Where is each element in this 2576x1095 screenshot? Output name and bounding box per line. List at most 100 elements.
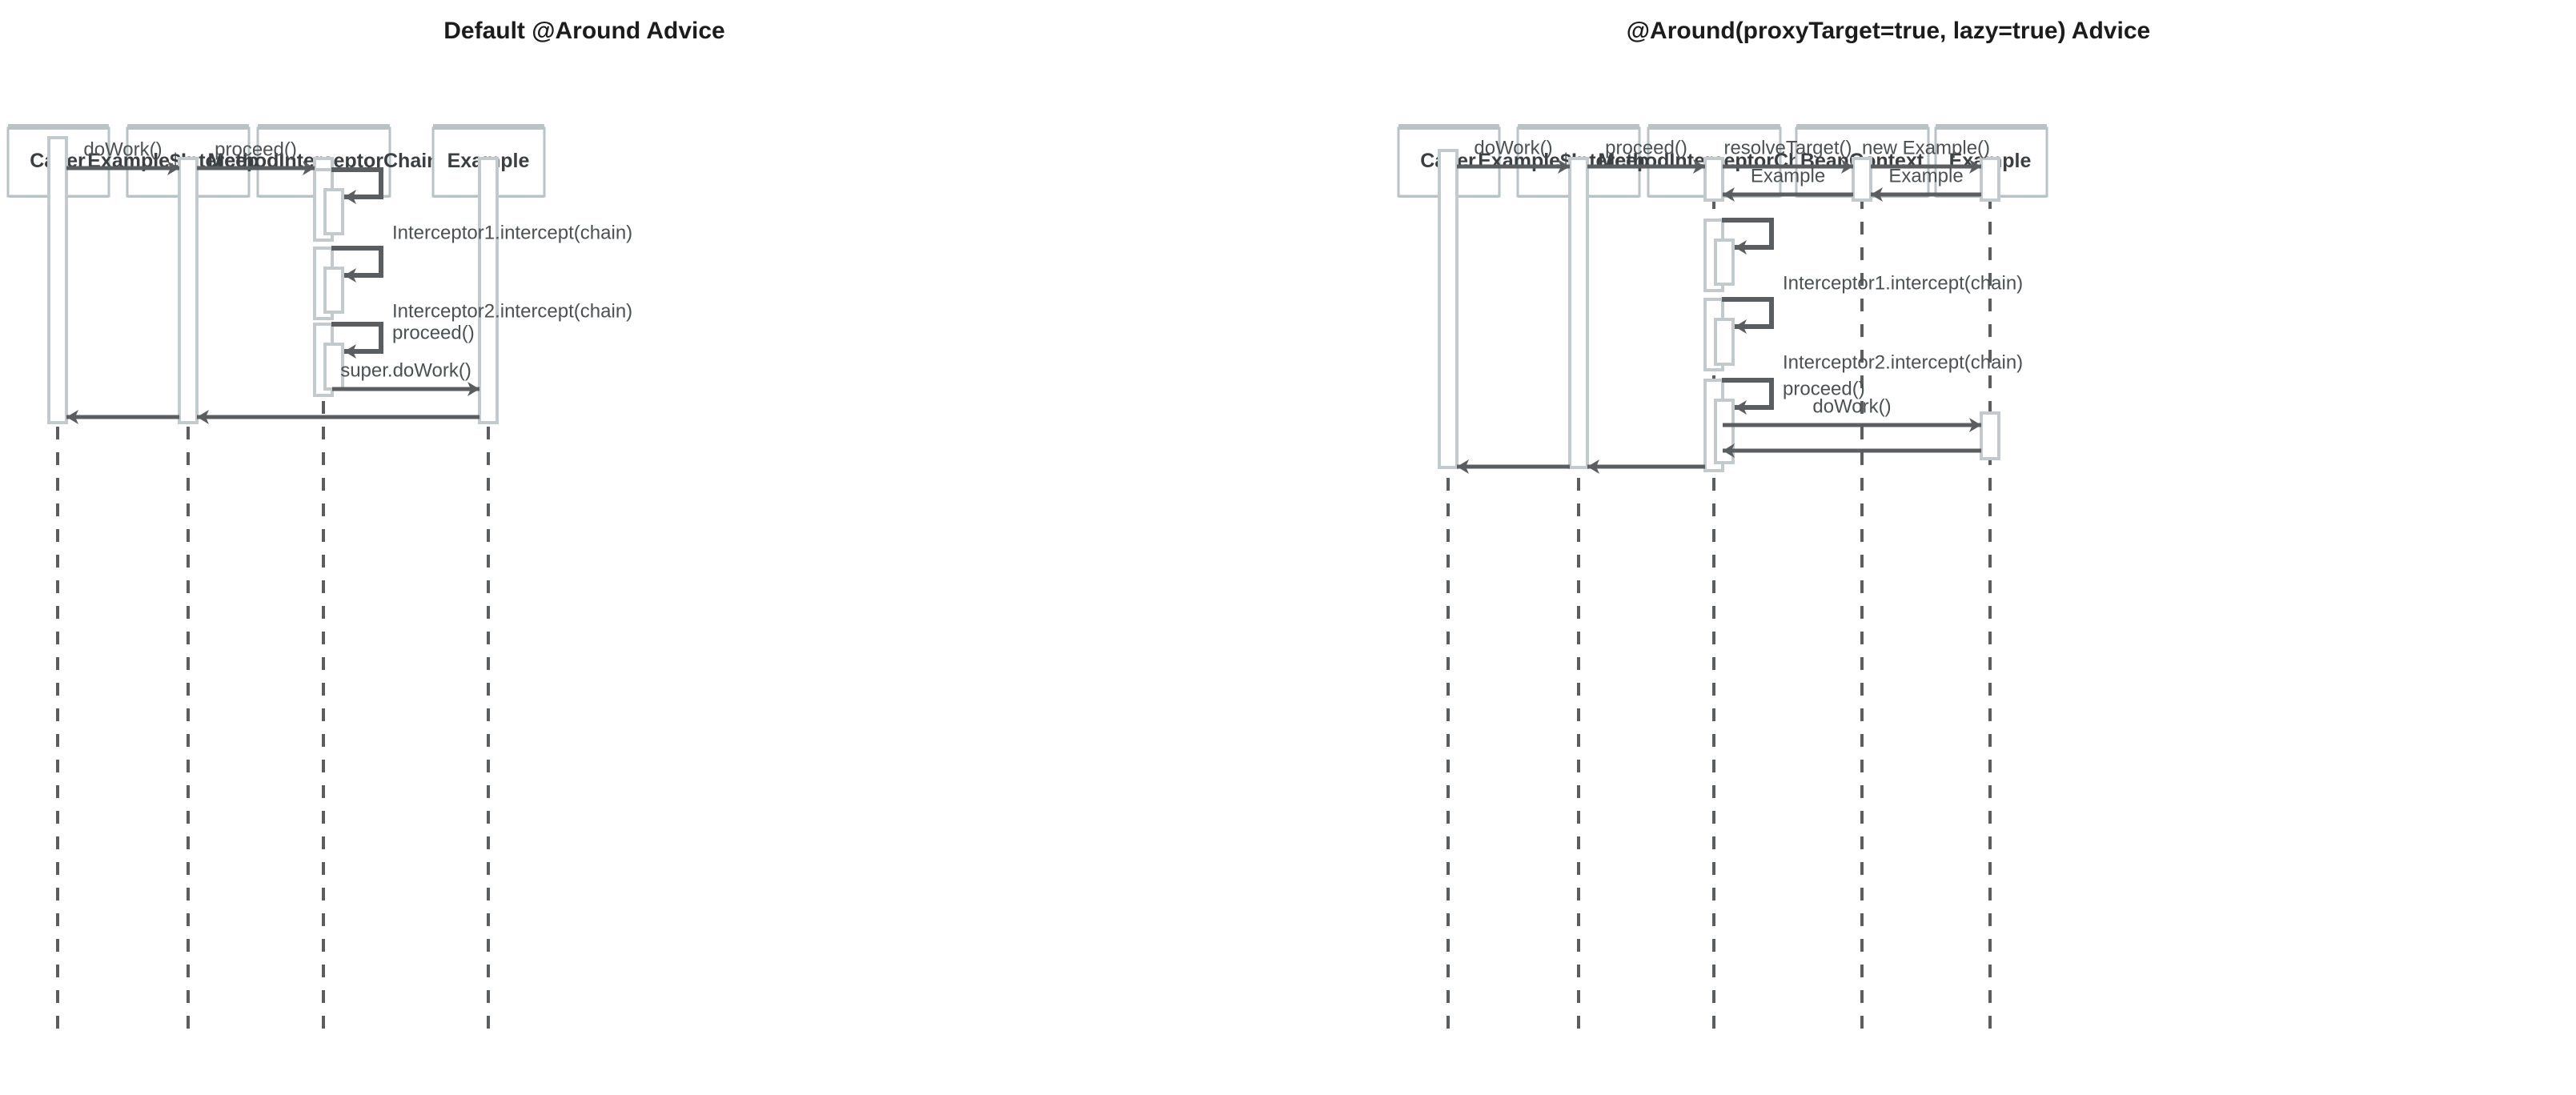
message-12-return[interactable] [1587,459,1705,474]
participant-box-cap-example [1936,124,2047,130]
message-5-proceed-arrowhead [344,344,356,359]
message-3-resolvetarget[interactable]: resolveTarget() [1723,137,1853,174]
message-1-dowork-arrowhead [1558,159,1570,174]
message-8-return[interactable] [66,410,179,424]
message-6-example-arrowhead [1723,187,1735,202]
message-6-example[interactable]: Example [1723,165,1853,202]
message-4-interceptor2-intercept-chain-arrowhead [344,268,356,283]
message-1-dowork-label: doWork() [1474,137,1552,158]
message-8-return-arrowhead-polygon [66,410,78,424]
message-7-return[interactable] [197,410,479,424]
message-5-example[interactable]: Example [1871,165,1981,202]
activation-example-intercepted [178,157,199,424]
message-2-proceed-label: proceed() [215,138,297,160]
message-11-return-arrowhead [1723,443,1735,458]
message-4-interceptor2-intercept-chain[interactable]: Interceptor2.intercept(chain) [331,246,632,322]
message-6-example-arrowhead-polygon [1723,187,1735,202]
message-11-return[interactable] [1723,443,1981,458]
message-8-interceptor2-intercept-chain[interactable]: Interceptor2.intercept(chain) [1722,297,2023,373]
message-7-interceptor1-intercept-chain-path [1722,218,1774,250]
participant-box-cap-example-intercepted [1518,124,1639,130]
message-5-example-arrowhead-polygon [1871,187,1883,202]
message-6-super-dowork[interactable]: super.doWork() [332,359,479,396]
message-9-proceed-arrowhead [1735,400,1747,415]
message-4-new-example-arrowhead [1969,159,1981,174]
participant-box-cap-example-intercepted [127,124,249,130]
message-4-new-example-arrowhead-polygon [1969,159,1981,174]
activation-example [478,157,499,424]
message-8-interceptor2-intercept-chain-label: Interceptor2.intercept(chain) [1783,351,2023,373]
message-3-resolvetarget-label: resolveTarget() [1723,137,1852,158]
diagram-default-around-advice: Default @Around AdviceCallerExample$Inte… [6,18,725,1033]
message-7-interceptor1-intercept-chain-label: Interceptor1.intercept(chain) [1783,272,2023,294]
message-10-dowork-arrowhead-polygon [1969,418,1981,432]
message-3-resolvetarget-arrowhead [1841,159,1853,174]
message-11-return-arrowhead-polygon [1723,443,1735,458]
participant-box-cap-beancontext [1796,124,1928,130]
message-13-return-arrowhead-polygon [1457,459,1469,474]
message-13-return[interactable] [1457,459,1570,474]
message-1-dowork[interactable]: doWork() [66,138,179,175]
message-7-return-arrowhead-polygon [197,410,209,424]
message-9-proceed-arrowhead-polygon [1735,400,1747,415]
message-7-return-arrowhead [197,410,209,424]
message-5-proceed[interactable]: proceed() [331,322,475,359]
message-3-interceptor1-intercept-chain-path [331,167,383,199]
message-10-dowork[interactable]: doWork() [1723,395,1981,432]
activation-methodinterceptorchain-nest1 [1714,239,1735,286]
diagram-title-group: @Around(proxyTarget=true, lazy=true) Adv… [1627,18,2150,44]
message-1-dowork-arrowhead [167,161,179,175]
message-7-interceptor1-intercept-chain-arrowhead-polygon [1735,240,1747,255]
diagram-title: @Around(proxyTarget=true, lazy=true) Adv… [1627,18,2150,44]
message-7-interceptor1-intercept-chain[interactable]: Interceptor1.intercept(chain) [1722,218,2023,294]
participant-box-cap-methodinterceptorchain [1648,124,1780,130]
diagram-title: Default @Around Advice [443,18,725,44]
message-2-proceed-arrowhead-polygon [1693,159,1705,174]
message-4-new-example[interactable]: new Example() [1862,137,1990,174]
activation-methodinterceptorchain [1703,157,1724,202]
message-4-interceptor2-intercept-chain-path [331,246,383,278]
message-4-interceptor2-intercept-chain-arrowhead-polygon [344,268,356,283]
message-9-proceed[interactable]: proceed() [1722,378,1865,415]
message-layer: doWork() proceed() Interceptor1.intercept(… [66,138,632,424]
message-3-interceptor1-intercept-chain-arrowhead [344,190,356,204]
message-3-interceptor1-intercept-chain[interactable]: Interceptor1.intercept(chain) [331,167,632,243]
message-9-proceed-label: proceed() [1783,378,1865,399]
message-7-interceptor1-intercept-chain-arrowhead [1735,240,1747,255]
participant-box-cap-caller [8,124,109,130]
message-4-interceptor2-intercept-chain-label: Interceptor2.intercept(chain) [392,300,632,322]
message-6-example-label: Example [1751,165,1825,187]
message-5-example-label: Example [1888,165,1963,187]
activation-example-nest0 [1980,411,2000,460]
message-6-super-dowork-arrowhead [467,382,479,396]
message-5-proceed-label: proceed() [392,322,475,343]
diagram-title-group: Default @Around Advice [443,18,725,44]
message-1-dowork[interactable]: doWork() [1457,137,1570,174]
activation-methodinterceptorchain [313,157,334,171]
message-9-proceed-path [1722,378,1774,410]
message-1-dowork-arrowhead-polygon [1558,159,1570,174]
message-3-interceptor1-intercept-chain-label: Interceptor1.intercept(chain) [392,222,632,243]
activation-beancontext [1852,157,1872,202]
activation-layer [1438,149,2000,472]
message-2-proceed-arrowhead [1693,159,1705,174]
message-1-dowork-arrowhead-polygon [167,161,179,175]
message-2-proceed-arrowhead-polygon [303,161,315,175]
message-2-proceed[interactable]: proceed() [197,138,315,175]
message-8-interceptor2-intercept-chain-arrowhead-polygon [1735,319,1747,334]
message-6-super-dowork-label: super.doWork() [340,359,471,381]
activation-caller [1438,149,1459,469]
diagram-proxytarget-lazy-around-advice: @Around(proxyTarget=true, lazy=true) Adv… [1397,18,2150,1033]
activation-methodinterceptorchain-nest1 [1714,318,1735,366]
message-12-return-arrowhead [1587,459,1599,474]
message-2-proceed-label: proceed() [1605,137,1687,158]
message-6-super-dowork-arrowhead-polygon [467,382,479,396]
message-2-proceed[interactable]: proceed() [1587,137,1705,174]
activation-methodinterceptorchain-nest1 [323,267,344,314]
message-1-dowork-label: doWork() [83,138,162,160]
message-8-interceptor2-intercept-chain-arrowhead [1735,319,1747,334]
activation-caller [47,136,68,424]
activation-methodinterceptorchain-nest1 [323,188,344,235]
message-3-interceptor1-intercept-chain-arrowhead-polygon [344,190,356,204]
